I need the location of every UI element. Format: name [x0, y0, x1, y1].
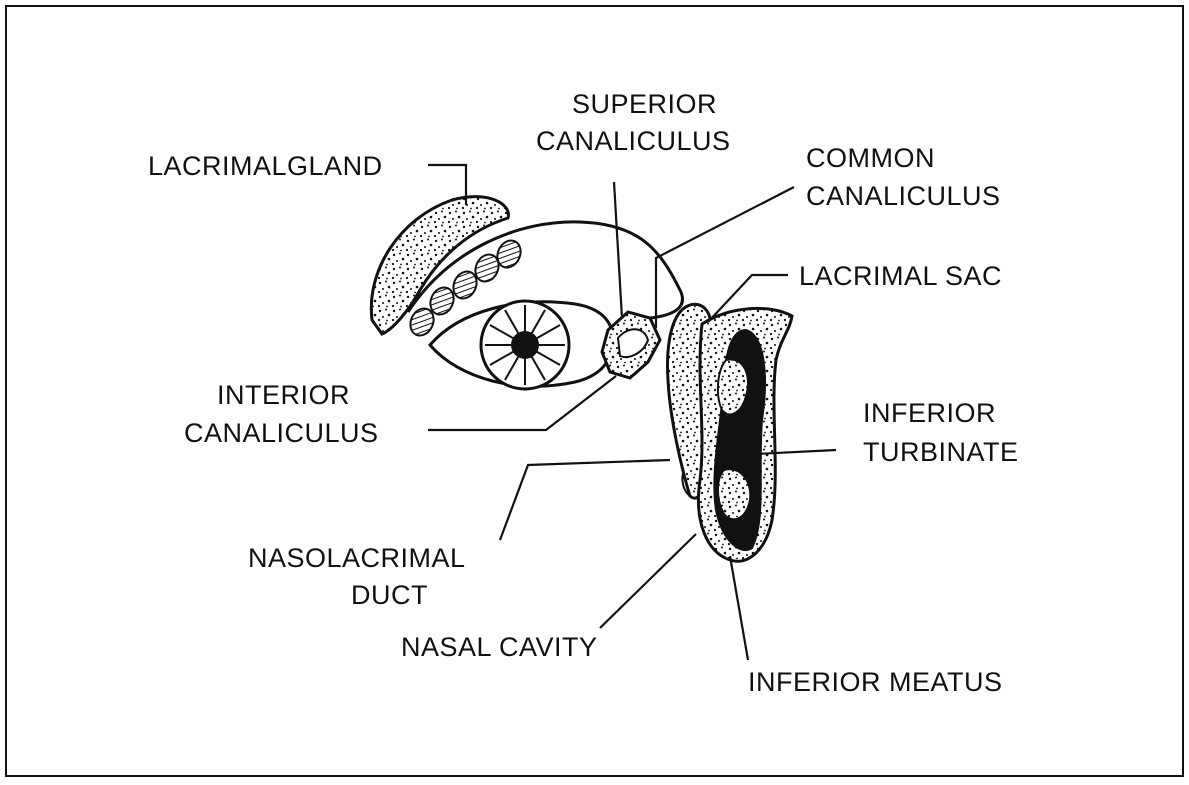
- label-interior-canaliculus-line1: INTERIOR: [217, 380, 350, 410]
- lower-turbinate-shape: [718, 469, 750, 519]
- canaliculi: [602, 312, 660, 378]
- leader-common-canaliculus: [656, 187, 794, 328]
- label-superior-canaliculus-line2: CANALICULUS: [536, 126, 731, 156]
- label-common-canaliculus-line2: CANALICULUS: [806, 181, 1001, 211]
- eye: [430, 301, 614, 389]
- label-inferior-turbinate-line2: TURBINATE: [863, 437, 1019, 467]
- label-common-canaliculus-line1: COMMON: [806, 143, 935, 173]
- labels: LACRIMALGLAND SUPERIOR CANALICULUS COMMO…: [148, 89, 1019, 697]
- label-inferior-turbinate-line1: INFERIOR: [863, 398, 996, 428]
- leader-superior-canaliculus: [614, 182, 622, 318]
- label-lacrimal-sac: LACRIMAL SAC: [799, 261, 1002, 291]
- label-interior-canaliculus-line2: CANALICULUS: [184, 418, 379, 448]
- label-nasal-cavity: NASAL CAVITY: [401, 632, 598, 662]
- leader-inferior-meatus: [730, 556, 748, 660]
- nasal-wall: [698, 308, 792, 561]
- label-nasolacrimal-duct-line2: DUCT: [351, 580, 428, 610]
- label-lacrimal-gland: LACRIMALGLAND: [148, 151, 383, 181]
- label-nasolacrimal-duct-line1: NASOLACRIMAL: [248, 543, 466, 573]
- leader-nasal-cavity: [600, 534, 696, 628]
- leader-nasolacrimal-duct: [500, 460, 670, 540]
- pupil: [511, 331, 539, 359]
- label-superior-canaliculus-line1: SUPERIOR: [572, 89, 717, 119]
- label-inferior-meatus: INFERIOR MEATUS: [748, 667, 1003, 697]
